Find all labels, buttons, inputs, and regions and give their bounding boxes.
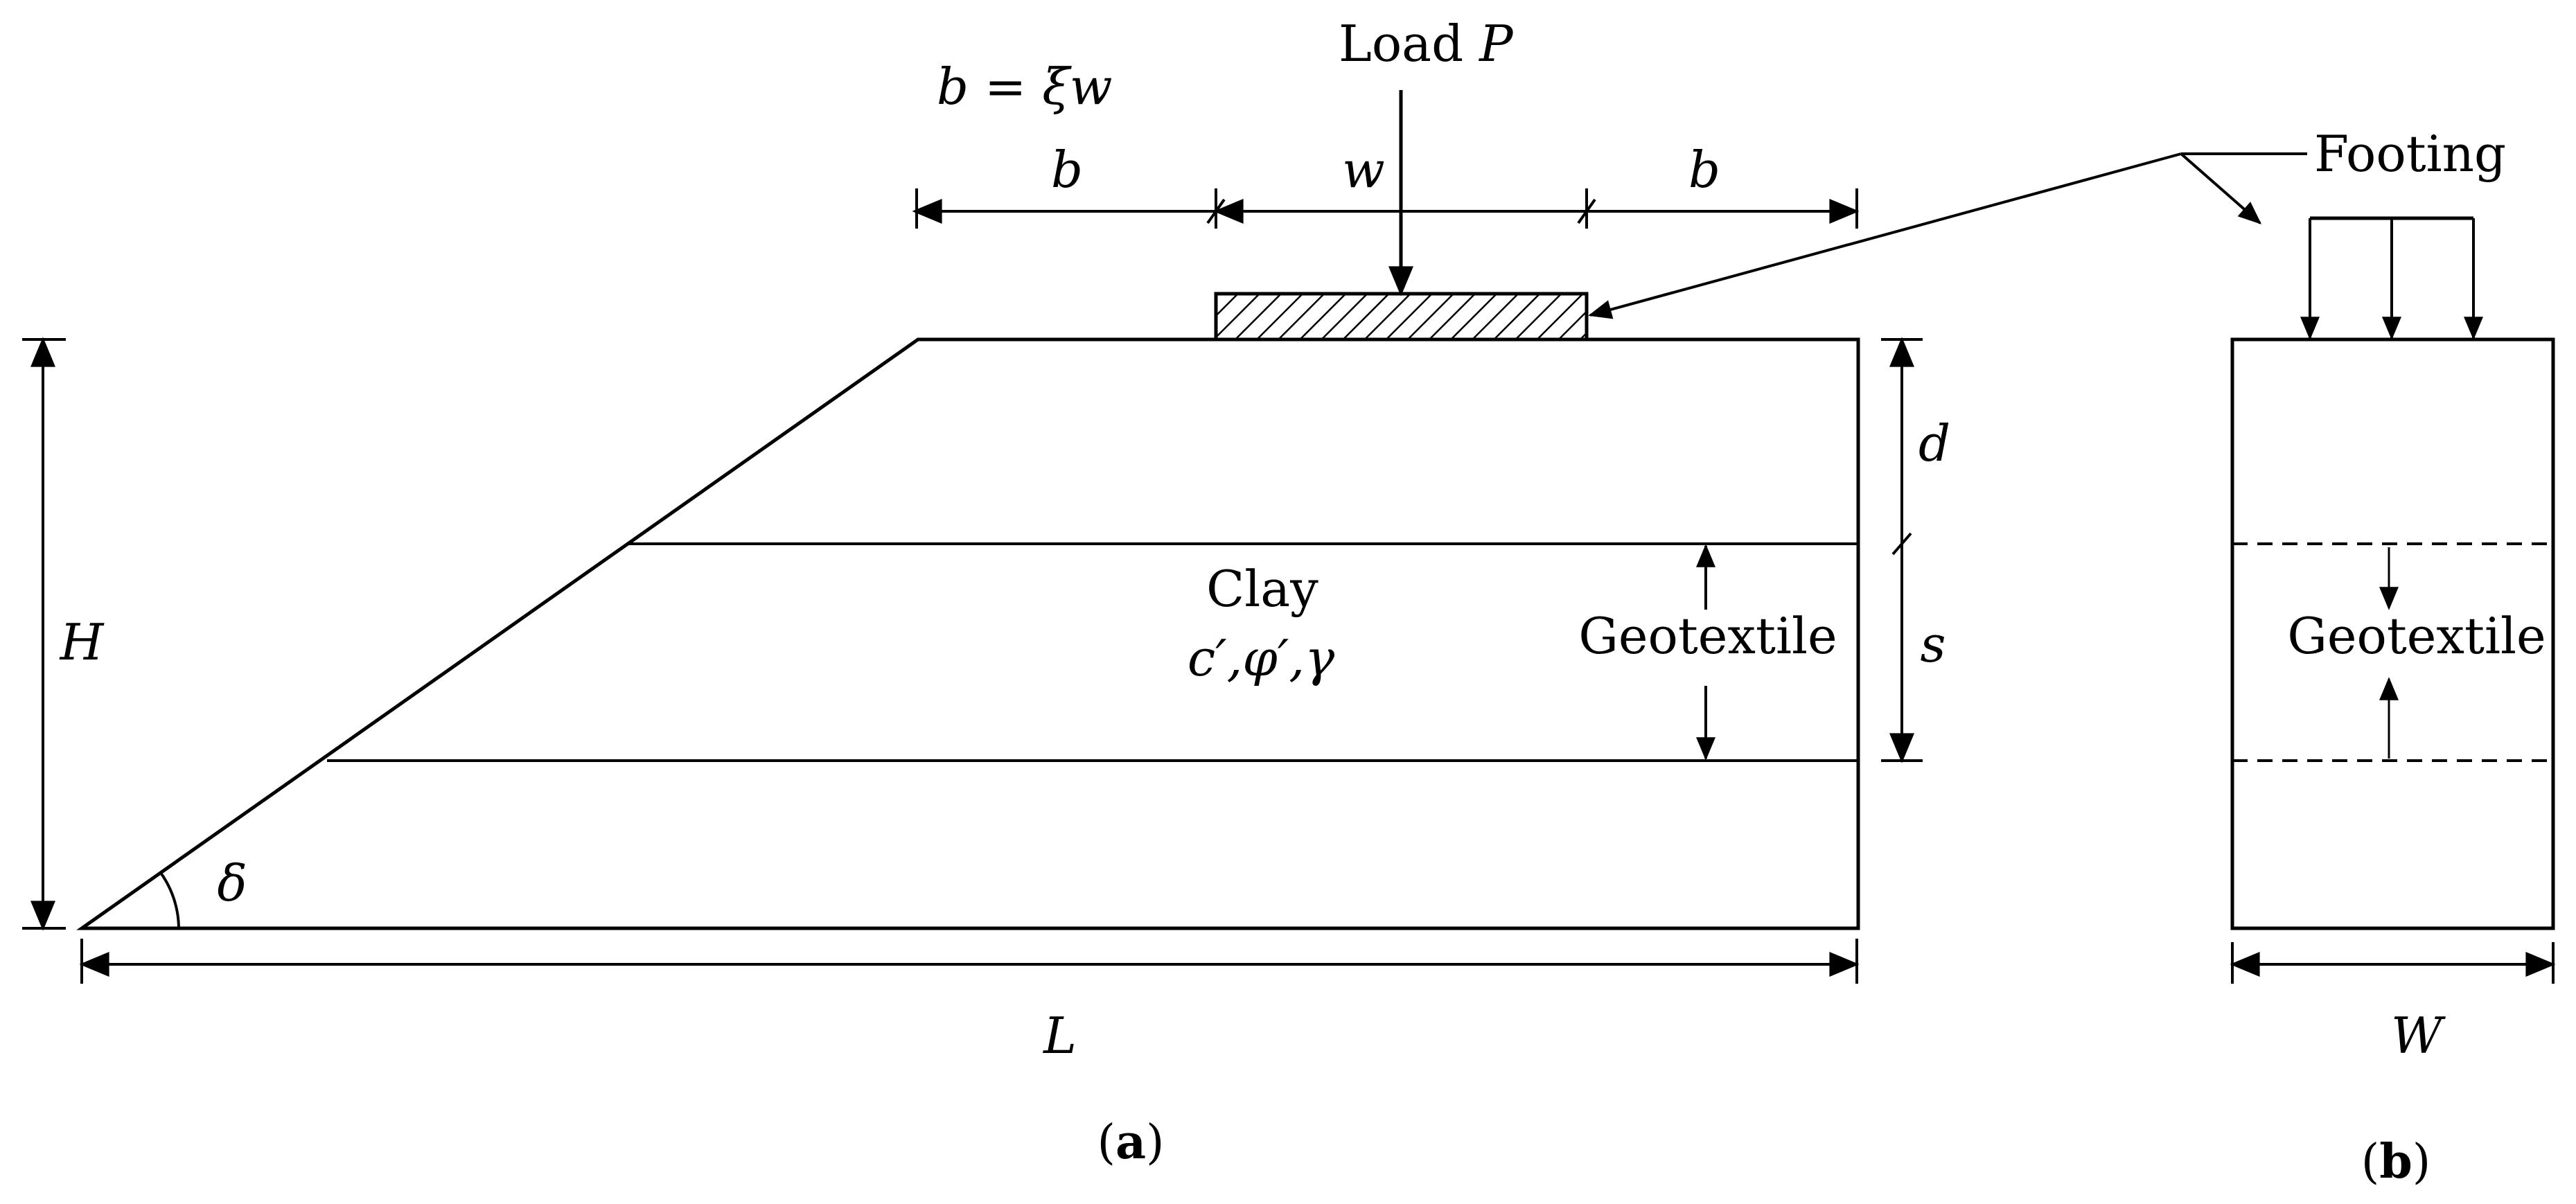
panel-a — [22, 90, 1923, 984]
dim-s-label: s — [1921, 615, 1946, 673]
footing-leader-to-b — [2180, 152, 2262, 224]
footing-leader-to-a — [1588, 152, 2182, 319]
dim-b-left-label: b — [1051, 141, 1083, 199]
slope-body — [76, 337, 1860, 930]
dim-w-label: w — [1342, 141, 1385, 199]
dim-slash-right — [1577, 198, 1596, 224]
caption-b: (b) — [2361, 1134, 2431, 1189]
slope-angle-label: δ — [217, 854, 247, 912]
dim-L-label: L — [1042, 1007, 1077, 1065]
panel-a-labels: Load P b = ξw b w b H d s L δ Clay c′,φ′… — [59, 15, 1950, 1170]
panel-b — [1588, 152, 2556, 984]
dim-d-label: d — [1918, 414, 1950, 472]
soil-params-label: c′,φ′,γ — [1188, 629, 1335, 687]
dim-b-right-label: b — [1688, 141, 1720, 199]
relation-label: b = ξw — [937, 57, 1113, 116]
footing-strip — [1214, 292, 1589, 342]
dim-ds-slash — [1891, 532, 1912, 556]
footing-label: Footing — [2314, 125, 2506, 183]
panel-b-labels: Footing Geotextile W (b) — [2287, 125, 2546, 1189]
load-label: Load P — [1339, 15, 1514, 73]
soil-name-label: Clay — [1206, 560, 1318, 618]
caption-a: (a) — [1097, 1115, 1164, 1170]
geotextile-label-b: Geotextile — [2287, 607, 2546, 665]
geotextile-label-a: Geotextile — [1578, 607, 1837, 665]
dim-H-label: H — [59, 613, 105, 671]
dim-W-label: W — [2391, 1007, 2446, 1065]
slope-angle-arc — [159, 871, 180, 929]
